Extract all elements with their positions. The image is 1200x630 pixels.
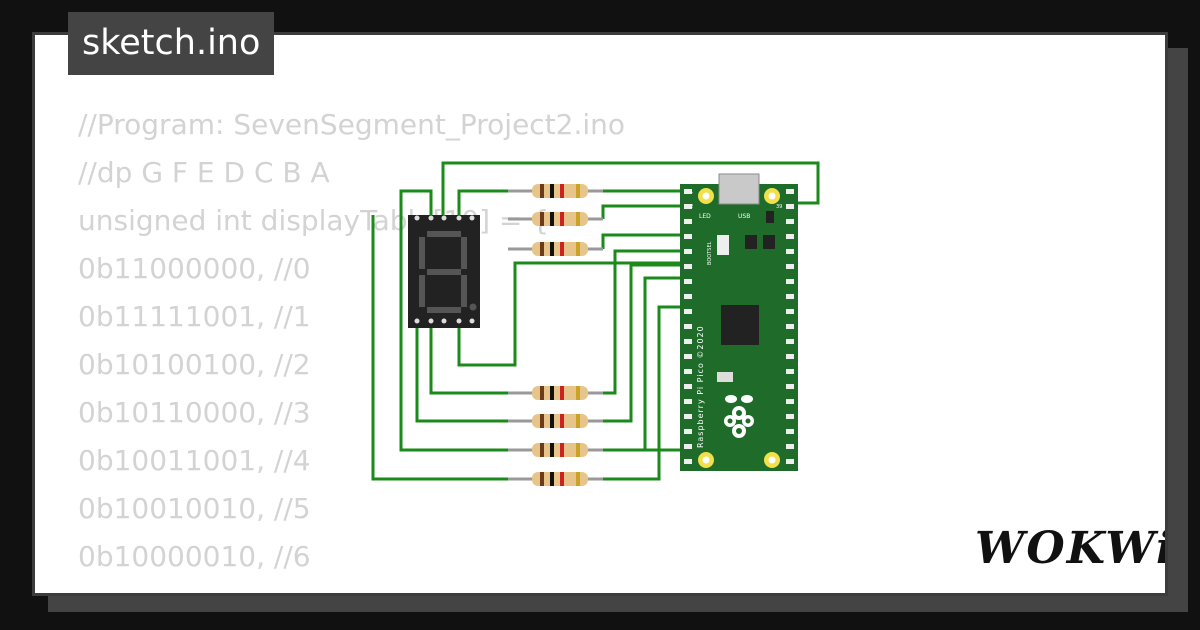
resistor: [508, 443, 603, 457]
mounting-holes: [698, 188, 780, 468]
code-line: 0b11111001, //1: [78, 300, 311, 333]
bootsel-label: BOOTSEL: [707, 241, 713, 265]
board-pins: [684, 189, 794, 464]
resistors: [508, 184, 603, 486]
code-line: 0b10000010, //6: [78, 540, 311, 573]
resistor: [508, 212, 603, 226]
raspberry-logo-icon: [724, 395, 754, 438]
code-line: 0b11111000, //7: [78, 581, 625, 593]
circuit-diagram: USB LED 1 2 39 BOOTSEL Raspberry Pi Pico…: [371, 161, 820, 486]
pin39-label: 39: [776, 204, 782, 210]
resistor: [508, 386, 603, 400]
code-line: //dp G F E D C B A: [78, 156, 330, 189]
pin1-label: 1: [690, 189, 693, 195]
code-line: 0b10010010, //5: [78, 492, 311, 525]
board-name-label: Raspberry Pi Pico ©2020: [696, 325, 705, 448]
code-line: 0b10110000, //3: [78, 396, 311, 429]
rp2040-chip: [721, 305, 759, 345]
raspberry-pi-pico-board[interactable]: USB LED 1 2 39 BOOTSEL Raspberry Pi Pico…: [680, 173, 798, 471]
wokwi-logo: WOKWi: [975, 523, 1168, 574]
code-line: //Program: SevenSegment_Project2.ino: [78, 108, 626, 141]
code-line: 0b11000000, //0: [78, 252, 311, 285]
code-line: 0b10100100, //2: [78, 348, 311, 381]
usb-connector: [718, 173, 760, 205]
resistor: [508, 184, 603, 198]
wires: [371, 161, 820, 481]
segments: [419, 231, 477, 313]
preview-card: //Program: SevenSegment_Project2.ino //dp…: [32, 32, 1168, 596]
file-tab[interactable]: sketch.ino: [68, 12, 275, 75]
resistor: [508, 472, 603, 486]
code-preview: //Program: SevenSegment_Project2.ino //dp…: [78, 101, 626, 593]
resistor: [508, 414, 603, 428]
resistor: [508, 242, 603, 256]
seven-segment-display[interactable]: [408, 215, 480, 328]
led-label: LED: [699, 213, 711, 220]
pin2-label: 2: [690, 204, 693, 210]
bootsel-button[interactable]: [717, 235, 729, 255]
code-line: 0b10011001, //4: [78, 444, 311, 477]
usb-label: USB: [738, 213, 750, 220]
